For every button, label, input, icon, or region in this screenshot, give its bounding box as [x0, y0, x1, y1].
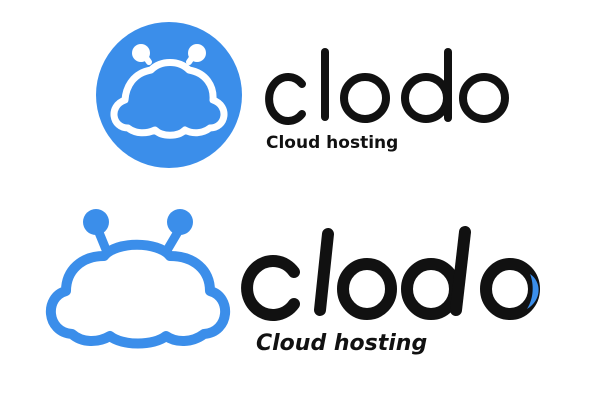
wordmark-bottom	[241, 226, 540, 321]
tagline-bottom: Cloud hosting	[256, 331, 427, 356]
logo-top: Cloud hosting	[96, 22, 509, 168]
logo-bottom: Cloud hosting	[46, 209, 540, 356]
tagline-top: Cloud hosting	[266, 133, 398, 153]
wordmark-top	[265, 48, 509, 125]
cloud-antenna-outline-icon	[46, 209, 230, 349]
wordmark-accent	[527, 274, 539, 309]
cloud-antenna-in-circle-icon	[96, 22, 242, 168]
